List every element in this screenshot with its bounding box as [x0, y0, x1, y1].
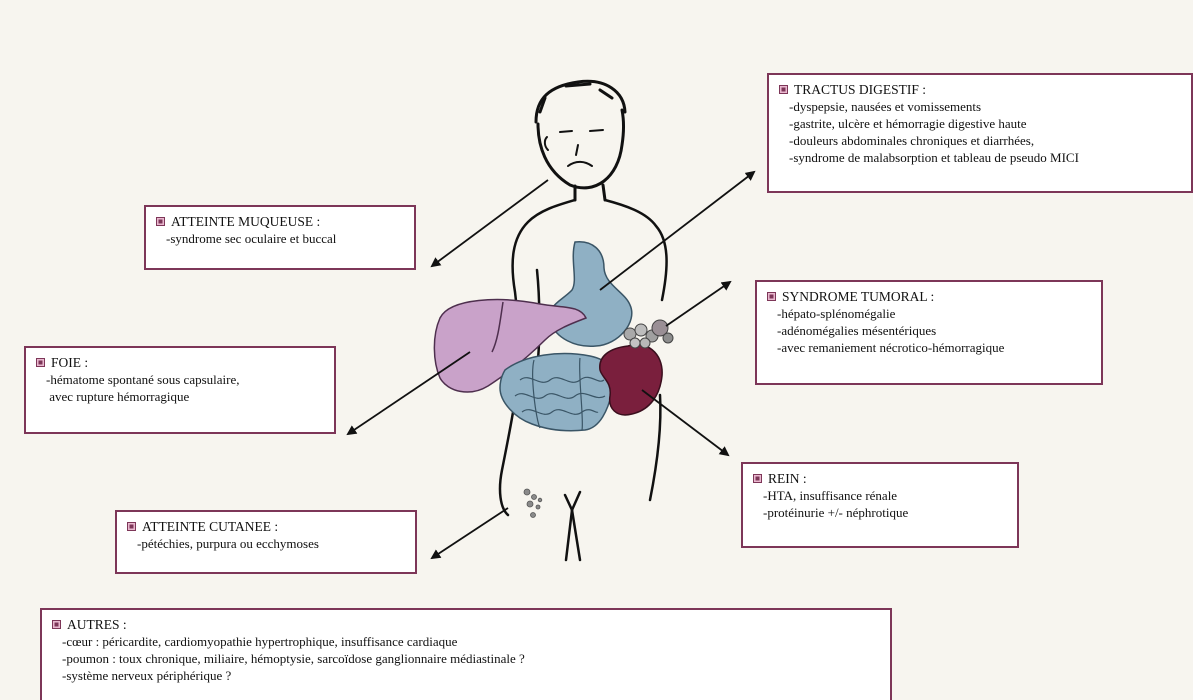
- stomach: [549, 242, 632, 347]
- box-autres: AUTRES : -cœur : péricardite, cardiomyop…: [40, 608, 892, 700]
- arrow-tumoral: [666, 282, 730, 326]
- box-rein: REIN : -HTA, insuffisance rénale -protéi…: [741, 462, 1019, 548]
- arrow-muqueuse: [432, 180, 548, 266]
- bullet-icon: [52, 620, 61, 629]
- arrow-cutanee: [432, 508, 508, 558]
- box-atteinte-muqueuse: ATTEINTE MUQUEUSE : -syndrome sec oculai…: [144, 205, 416, 270]
- box-foie: FOIE : -hématome spontané sous capsulair…: [24, 346, 336, 434]
- bullet-icon: [779, 85, 788, 94]
- skin-lesions: [524, 489, 542, 518]
- bullet-icon: [127, 522, 136, 531]
- face-features: [545, 130, 603, 166]
- intestine: [500, 354, 614, 431]
- arrow-foie: [348, 352, 470, 434]
- box-tractus-digestif: TRACTUS DIGESTIF : -dyspepsie, nausées e…: [767, 73, 1193, 193]
- arrow-tractus: [600, 172, 754, 290]
- head-drawing: [536, 81, 625, 200]
- box-atteinte-cutanee: ATTEINTE CUTANEE : -pétéchies, purpura o…: [115, 510, 417, 574]
- bullet-icon: [753, 474, 762, 483]
- bullet-icon: [156, 217, 165, 226]
- arrow-rein: [642, 390, 728, 455]
- bullet-icon: [767, 292, 776, 301]
- lymph-nodes: [624, 320, 673, 348]
- box-syndrome-tumoral: SYNDROME TUMORAL : -hépato-splénomégalie…: [755, 280, 1103, 385]
- bullet-icon: [36, 358, 45, 367]
